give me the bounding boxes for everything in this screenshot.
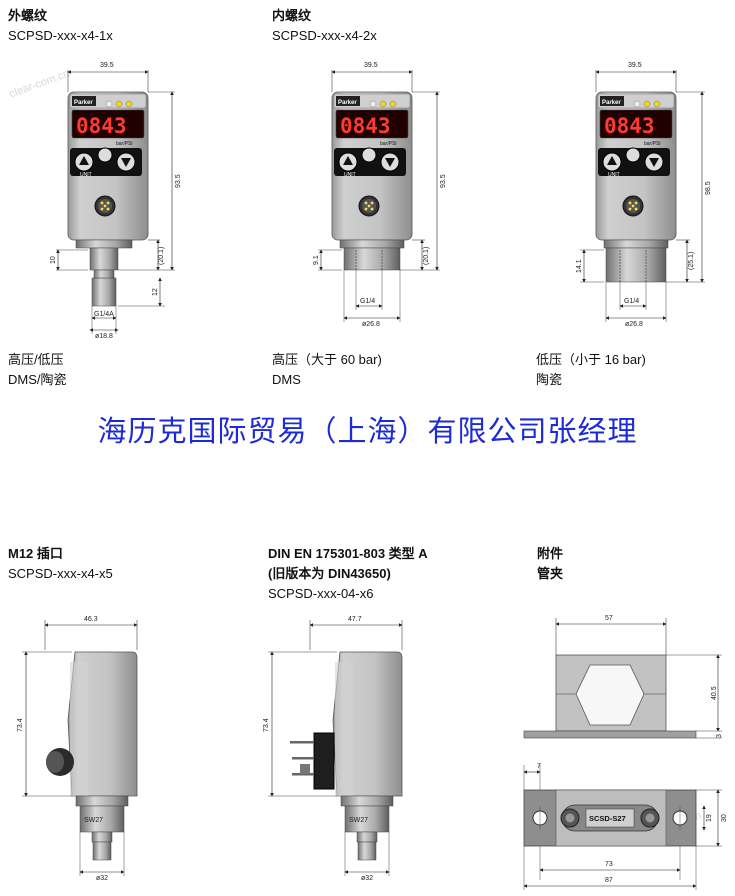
clamp-w73: 73 — [605, 861, 613, 868]
s1-unit: bar/PSI — [116, 141, 133, 147]
company-banner: 海历克国际贸易（上海）有限公司张经理 — [97, 414, 638, 448]
s3-dia: ø26.8 — [625, 321, 643, 328]
s3-brand: Parker — [602, 100, 621, 106]
title-din: DIN EN 175301-803 类型 A — [268, 546, 428, 561]
m12-side-view: 46.3 SW27 73.4 ø32 — [17, 616, 138, 882]
s1-unit-label: UNIT — [80, 172, 92, 178]
s2-height-label: 93.5 — [440, 174, 447, 188]
s1-width-label: 39.5 — [100, 62, 114, 69]
s2-unit: bar/PSI — [380, 141, 397, 147]
clamp-d7: 7 — [537, 763, 541, 770]
clamp-h19: 19 — [706, 814, 713, 822]
s2-display: 0843 — [340, 114, 391, 138]
caption-2-line1: 高压（大于 60 bar) — [272, 352, 382, 367]
s1-height-label: 93.5 — [175, 174, 182, 188]
s3-unit-label: UNIT — [608, 172, 620, 178]
sensor-3-drawing: 39.5 Parker 0843 bar/PSI UNIT 98.5 (25.1… — [576, 62, 712, 328]
s2-dim-b: (20.1) — [423, 247, 430, 265]
s2-thread: G1/4 — [360, 298, 375, 305]
s2-dia: ø26.8 — [362, 321, 380, 328]
clamp-h30: 30 — [721, 814, 728, 822]
m12-dia: ø32 — [96, 875, 108, 882]
din-height-label: 73.4 — [263, 718, 270, 732]
sensor-2-drawing: 39.5 Parker 0843 bar/PSI UNIT 93.5 (20.1… — [313, 62, 447, 328]
s1-dim-a: 10 — [50, 256, 57, 264]
clamp-w57: 57 — [605, 615, 613, 622]
s1-dim-c: 12 — [152, 288, 159, 296]
label-accessory: 附件 管夹 — [537, 544, 563, 584]
caption-1-line2: DMS/陶瓷 — [8, 372, 67, 387]
title-external-thread: 外螺纹 — [8, 8, 48, 23]
din-width-label: 47.7 — [348, 616, 362, 623]
s3-dim-b: (25.1) — [688, 252, 695, 270]
m12-height-label: 73.4 — [17, 718, 24, 732]
label-external-thread: 外螺纹 SCPSD-xxx-x4-1x — [8, 6, 113, 46]
caption-3-line2: 陶瓷 — [536, 372, 563, 387]
clamp-label: SCSD-S27 — [589, 814, 626, 823]
subtitle-accessory: 管夹 — [537, 566, 564, 581]
title-accessory: 附件 — [537, 546, 564, 561]
label-din: DIN EN 175301-803 类型 A (旧版本为 DIN43650) S… — [268, 544, 428, 604]
model-internal-thread: SCPSD-xxx-x4-2x — [272, 28, 377, 43]
clamp-h40: 40.5 — [711, 686, 718, 700]
caption-2-line2: DMS — [272, 372, 301, 387]
s3-thread: G1/4 — [624, 298, 639, 305]
s3-height-label: 98.5 — [705, 181, 712, 195]
caption-1: 高压/低压 DMS/陶瓷 — [8, 350, 67, 390]
s1-display: 0843 — [76, 114, 127, 138]
label-m12: M12 插口 SCPSD-xxx-x4-x5 — [8, 544, 113, 584]
s2-unit-label: UNIT — [344, 172, 356, 178]
caption-1-line1: 高压/低压 — [8, 352, 64, 367]
caption-3: 低压（小于 16 bar) 陶瓷 — [536, 350, 646, 390]
model-din: SCPSD-xxx-04-x6 — [268, 586, 374, 601]
s1-dim-b: (20.1) — [158, 247, 165, 265]
title-internal-thread: 内螺纹 — [272, 8, 312, 23]
title-m12: M12 插口 — [8, 546, 63, 561]
m12-sw: SW27 — [84, 817, 103, 824]
model-m12: SCPSD-xxx-x4-x5 — [8, 566, 113, 581]
din-side-view: 47.7 SW27 73.4 ø32 — [263, 616, 403, 882]
pipe-clamp-drawing: 57 40.5 3 7 SCSD-S27 30 19 — [523, 615, 728, 890]
s3-display: 0843 — [604, 114, 655, 138]
s2-dim-a: 9.1 — [313, 255, 320, 265]
s3-unit: bar/PSI — [644, 141, 661, 147]
s1-brand: Parker — [74, 100, 93, 106]
label-internal-thread: 内螺纹 SCPSD-xxx-x4-2x — [272, 6, 377, 46]
model-external-thread: SCPSD-xxx-x4-1x — [8, 28, 113, 43]
subtitle-din: (旧版本为 DIN43650) — [268, 566, 391, 581]
sensor-1-drawing: 39.5 Parker 0843 bar/PSI UNIT 93.5 (20.1… — [50, 62, 182, 340]
s2-brand: Parker — [338, 100, 357, 106]
din-dia: ø32 — [361, 875, 373, 882]
clamp-h3: 3 — [716, 734, 723, 738]
caption-3-line1: 低压（小于 16 bar) — [536, 352, 646, 367]
s2-width-label: 39.5 — [364, 62, 378, 69]
din-sw: SW27 — [349, 817, 368, 824]
s3-width-label: 39.5 — [628, 62, 642, 69]
s1-thread: G1/4A — [94, 311, 114, 318]
s1-dia: ø18.8 — [95, 333, 113, 340]
m12-width-label: 46.3 — [84, 616, 98, 623]
s3-dim-a: 14.1 — [576, 259, 583, 273]
caption-2: 高压（大于 60 bar) DMS — [272, 350, 382, 390]
clamp-w87: 87 — [605, 877, 613, 884]
